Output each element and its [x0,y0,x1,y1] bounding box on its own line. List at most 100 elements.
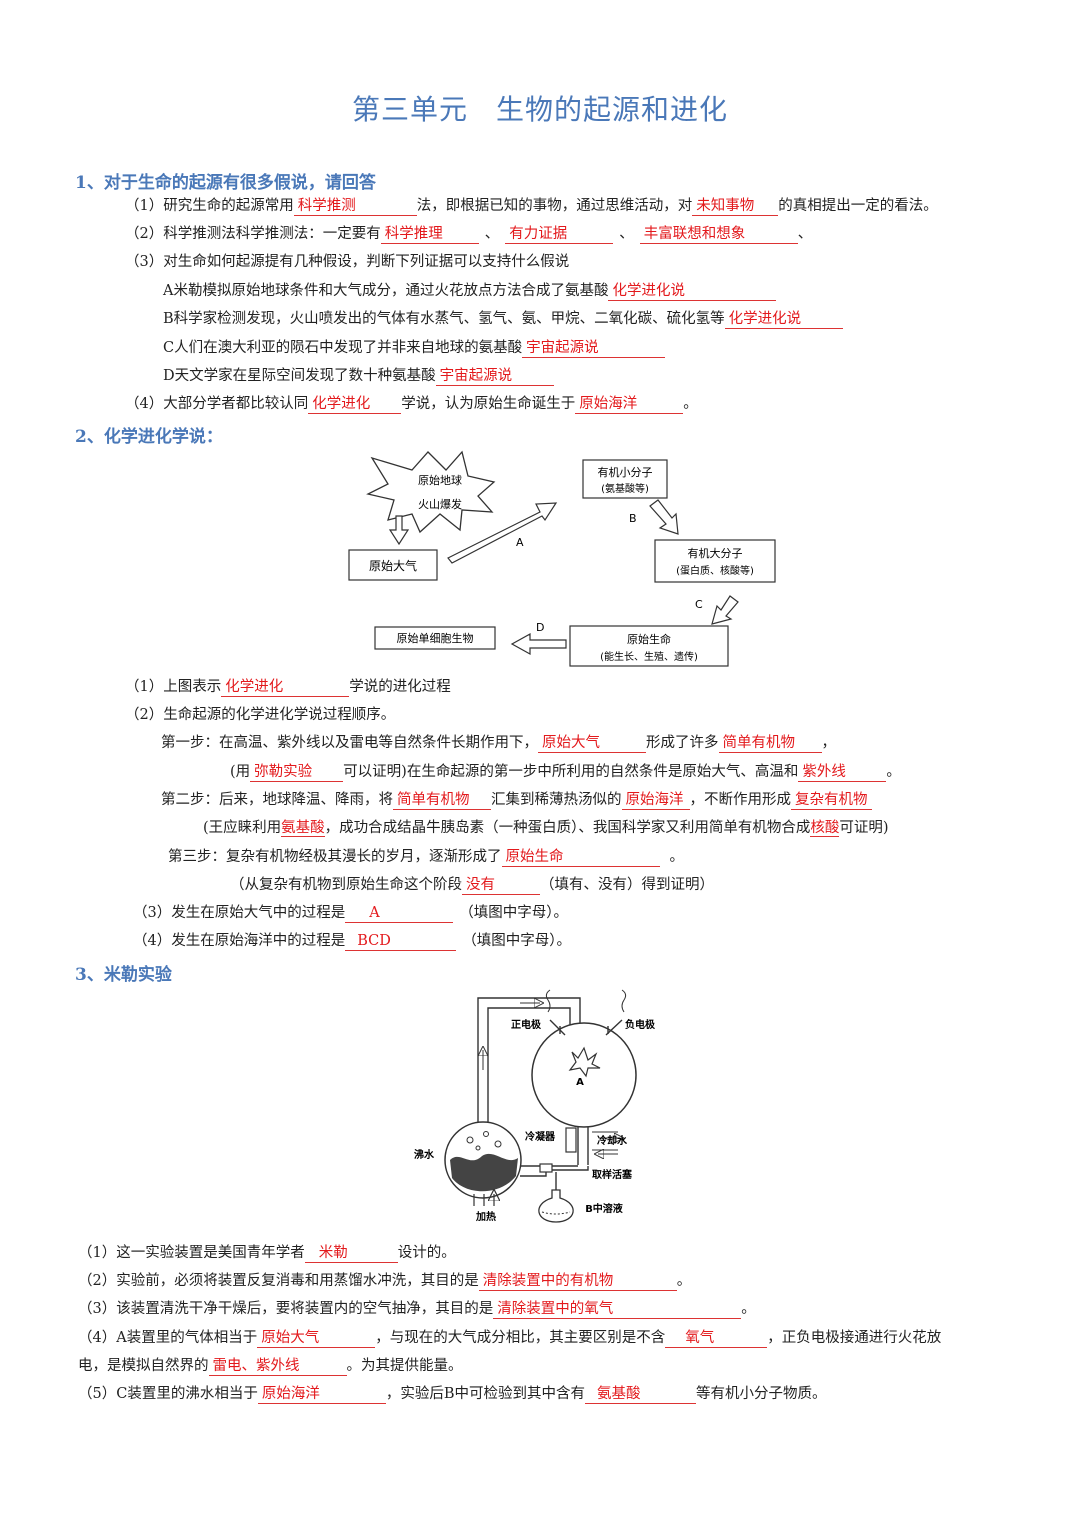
answer: 化学进化 [308,395,402,414]
small-molecule-box [582,459,668,499]
s1-q2: （2）科学推测法科学推测法：一定要有科学推理、有力证据、丰富联想和想象、 [125,225,813,244]
spark-icon [568,1046,601,1078]
arrow-a-icon [447,502,558,564]
s2-q2: （2）生命起源的化学进化学说过程顺序。 [125,707,396,723]
s3-q3: （3）该装置清洗干净干燥后，要将装置内的空气抽净，其目的是清除装置中的氧气。 [78,1300,756,1319]
negative-electrode-label: 负电极 [625,1018,656,1031]
answer: 有力证据 [505,225,614,244]
answer: 清除装置中的有机物 [478,1272,677,1291]
arrow-c-icon [711,595,739,625]
big-label-2: (蛋白质、核酸等) [676,564,754,577]
arrow-b-icon [649,499,679,535]
title-unit: 第三单元 [351,93,468,126]
s2-step1: 第一步：在高温、紫外线以及雷电等自然条件长期作用下，原始大气形成了许多简单有机物… [161,734,836,753]
answer: 科学推测 [293,197,417,216]
life-label-1: 原始生命 [627,632,671,646]
small-label-2: (氨基酸等) [601,482,649,495]
answer: A [345,904,454,923]
original-life-box [569,625,729,667]
miller-apparatus-diagram: 正电极 负电极 A 冷凝器 冷却水 取样活塞 B中溶液 沸水 加热 [414,989,656,1223]
answer: 原始海洋 [257,1385,386,1404]
label-d: D [536,621,544,634]
title-topic: 生物的起源和进化 [496,93,729,126]
answer: 丰富联想和想象 [639,225,798,244]
s2-step3: 第三步：复杂有机物经极其漫长的岁月，逐渐形成了原始生命。 [168,848,684,867]
section-2-heading: 2、化学进化学说： [75,427,223,447]
small-label-1: 有机小分子 [598,465,653,479]
answer: 没有 [462,876,540,895]
s1-qa: A米勒模拟原始地球条件和大气成分，通过火花放点方法合成了氨基酸化学进化说 [163,281,777,301]
answer: 原始生命 [501,848,660,867]
arrow-d-icon [510,632,567,656]
answer: 宇宙起源说 [522,339,666,358]
label-c: C [695,598,703,611]
answer: 米勒 [304,1244,398,1263]
s3-q4: （4）A装置里的气体相当于原始大气，与现在的大气成分相比，其主要区别是不含氧气，… [78,1329,942,1348]
label-a: A [516,536,524,549]
answer: 氨基酸 [584,1385,696,1404]
arrow-down-icon [388,515,410,546]
s3-q5: （5）C装置里的沸水相当于原始海洋，实验后B中可检验到其中含有氨基酸等有机小分子… [78,1385,827,1404]
answer: 化学进化 [221,678,350,697]
s1-qc: C人们在澳大利亚的陨石中发现了并非来自地球的氨基酸宇宙起源说 [163,338,666,358]
s3-q2: （2）实验前，必须将装置反复消毒和用蒸馏水冲洗，其目的是清除装置中的有机物。 [78,1272,692,1291]
big-label-1: 有机大分子 [688,546,743,560]
answer: 简单有机物 [393,791,491,810]
s1-qb: B科学家检测发现，火山喷发出的气体有水蒸气、氢气、氨、甲烷、二氧化碳、硫化氢等化… [163,309,843,329]
sampling-valve-label: 取样活塞 [592,1168,633,1181]
cooling-water-label: 冷却水 [597,1134,628,1147]
s1-q3: （3）对生命如何起源提有几种假设，判断下列证据可以支持什么假说 [125,254,570,270]
positive-electrode-label: 正电极 [511,1018,542,1031]
answer: 化学进化说 [724,310,843,329]
atmos-label: 原始大气 [369,558,417,573]
single-cell-box [374,626,496,650]
cell-label: 原始单细胞生物 [397,631,474,645]
earth-label-1: 原始地球 [418,473,462,487]
flask-b [538,1189,574,1223]
answer: 氧气 [665,1329,768,1348]
answer: 化学进化说 [608,282,777,301]
answer: 原始海洋 [575,395,684,414]
label-b: B [629,512,637,525]
top-tube [477,997,581,1128]
earth-starburst [366,450,496,534]
answer: 雷电、紫外线 [208,1357,347,1376]
page-title: 第三单元生物的起源和进化 [0,88,1080,128]
answer: 紫外线 [798,763,887,782]
s3-q1: （1）这一实验装置是美国青年学者米勒设计的。 [78,1244,456,1263]
s2-step2b: (王应睐利用氨基酸，成功合成结晶牛胰岛素（一种蛋白质）、我国科学家又利用简单有机… [203,820,889,837]
s1-q4: （4）大部分学者都比较认同化学进化学说，认为原始生命诞生于原始海洋。 [125,395,698,414]
s2-step3b: （从复杂有机物到原始生命这个阶段没有（填有、没有）得到证明） [230,876,714,895]
big-molecule-box [654,539,776,583]
answer: 原始海洋 [621,791,690,810]
answer: 核酸 [810,820,840,837]
s2-step1b: (用弥勒实验可以证明)在生命起源的第一步中所利用的自然条件是原始大气、高温和紫外… [230,763,901,782]
flask-a-label: A [576,1077,584,1088]
answer: 清除装置中的氧气 [493,1300,742,1319]
answer: 宇宙起源说 [435,367,554,386]
section-1-heading: 1、对于生命的起源有很多假说，请回答 [75,173,376,193]
answer: 简单有机物 [718,734,822,753]
sampling-valve [539,1163,553,1173]
answer: 原始大气 [538,734,646,753]
answer: 科学推理 [380,225,479,244]
section-3-heading: 3、米勒实验 [75,965,172,985]
s2-q1: （1）上图表示化学进化学说的进化过程 [125,678,451,697]
s2-step2: 第二步：后来，地球降温、降雨，将简单有机物汇集到稀薄热汤似的原始海洋，不断作用形… [161,790,872,810]
atmos-box [348,549,438,581]
answer: 氨基酸 [281,820,325,837]
boiling-water-label: 沸水 [414,1148,435,1161]
condenser [565,1127,577,1153]
flask-a [531,1022,637,1128]
chemical-evolution-diagram: 原始地球 火山爆发 原始大气 A 有机小分子 (氨基酸等) B 有机大分子 (蛋… [348,450,776,667]
answer: 原始大气 [257,1329,376,1348]
solution-b-label: B中溶液 [585,1202,623,1215]
s3-q4b: 电，是模拟自然界的雷电、紫外线。为其提供能量。 [78,1357,463,1376]
boiling-water [450,1153,518,1192]
life-label-2: (能生长、生殖、遗传) [600,650,698,663]
answer: 复杂有机物 [791,791,872,810]
earth-label-2: 火山爆发 [418,497,462,511]
